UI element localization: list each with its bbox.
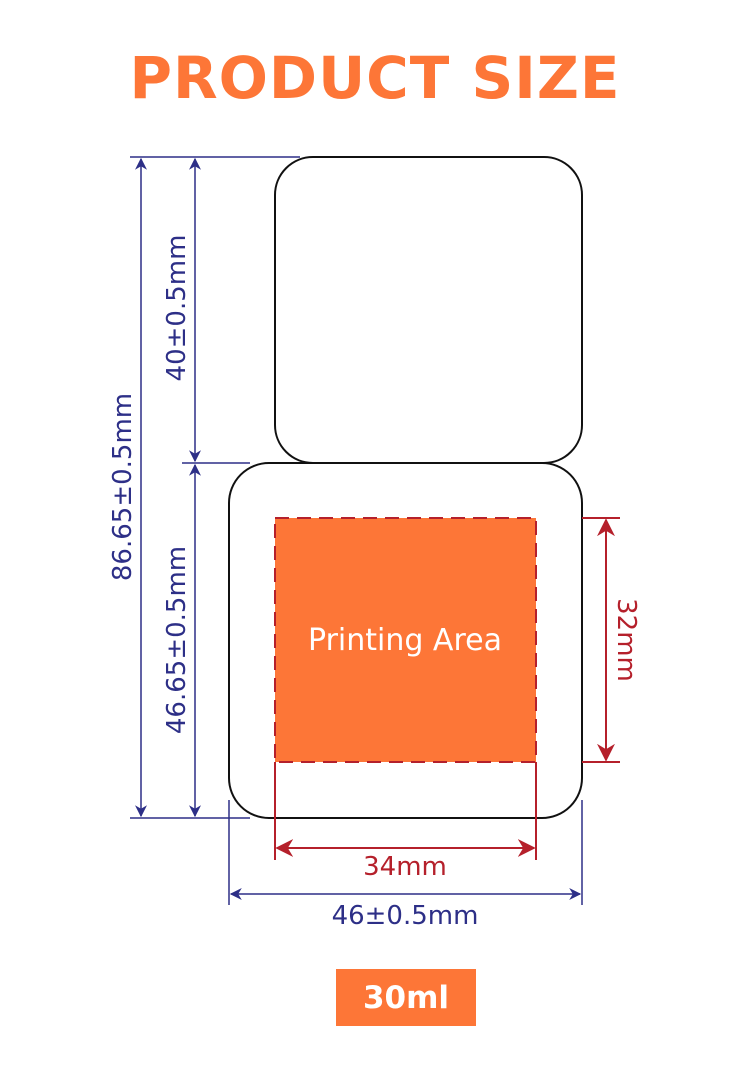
printing-area-label: Printing Area bbox=[308, 623, 502, 658]
capacity-badge: 30ml bbox=[336, 969, 476, 1026]
cap-height-label: 40±0.5mm bbox=[162, 235, 192, 382]
cap-outline bbox=[274, 156, 583, 464]
printing-area bbox=[274, 517, 537, 763]
print-width-label: 34mm bbox=[363, 852, 447, 882]
page-title: PRODUCT SIZE bbox=[129, 44, 621, 112]
width-label: 46±0.5mm bbox=[332, 901, 479, 931]
body-height-label: 46.65±0.5mm bbox=[162, 546, 192, 734]
print-height-label: 32mm bbox=[611, 598, 641, 682]
total-height-label: 86.65±0.5mm bbox=[108, 393, 138, 581]
